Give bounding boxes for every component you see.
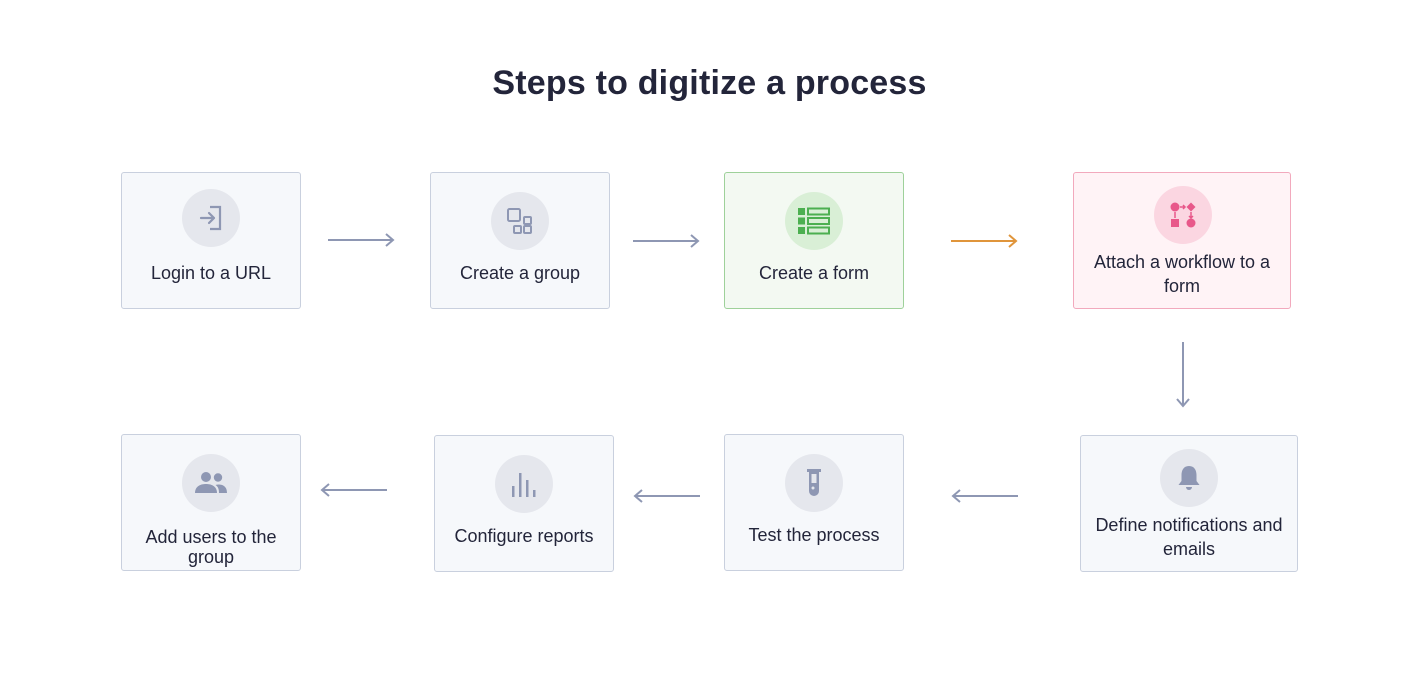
step-create-group[interactable]: Create a group [430, 172, 610, 309]
test-tube-icon [807, 469, 821, 496]
step-create-form[interactable]: Create a form [724, 172, 904, 309]
step-label: Configure reports [454, 526, 594, 546]
bar-chart-icon-circle [495, 455, 553, 513]
workflow-icon [1170, 202, 1196, 228]
step-configure-reports[interactable]: Configure reports [434, 435, 614, 572]
users-icon-circle [182, 454, 240, 512]
step-label: Create a group [459, 263, 581, 283]
arrow-form-to-workflow [951, 234, 1018, 248]
step-define-notifications[interactable]: Define notifications and emails [1080, 435, 1298, 572]
step-label: Create a form [758, 263, 870, 283]
step-test-process[interactable]: Test the process [724, 434, 904, 571]
arrow-test-to-reports [633, 489, 700, 503]
group-icon-circle [491, 192, 549, 250]
step-label: Add users to the group [145, 527, 277, 567]
step-label: Test the process [748, 525, 880, 545]
arrow-notifications-to-test [951, 489, 1018, 503]
users-icon [195, 472, 227, 493]
form-icon-circle [785, 192, 843, 250]
step-label: Attach a workflow to a form [1093, 252, 1271, 296]
arrow-reports-to-users [320, 483, 387, 497]
arrow-workflow-to-notifications [1176, 342, 1190, 408]
page-title: Steps to digitize a process [492, 64, 927, 102]
test-tube-icon-circle [785, 454, 843, 512]
step-label: Define notifications and emails [1095, 515, 1283, 559]
group-icon [507, 208, 532, 234]
step-label: Login to a URL [150, 263, 272, 283]
bar-chart-icon [512, 473, 536, 497]
step-attach-workflow[interactable]: Attach a workflow to a form [1073, 172, 1291, 309]
arrow-group-to-form [633, 234, 700, 248]
bell-icon [1178, 466, 1200, 490]
login-icon-circle [182, 189, 240, 247]
form-icon [798, 207, 830, 235]
arrow-login-to-group [328, 233, 395, 247]
login-icon [199, 205, 222, 231]
step-login[interactable]: Login to a URL [121, 172, 301, 309]
bell-icon-circle [1160, 449, 1218, 507]
step-add-users[interactable]: Add users to the group [121, 434, 301, 571]
workflow-icon-circle [1154, 186, 1212, 244]
